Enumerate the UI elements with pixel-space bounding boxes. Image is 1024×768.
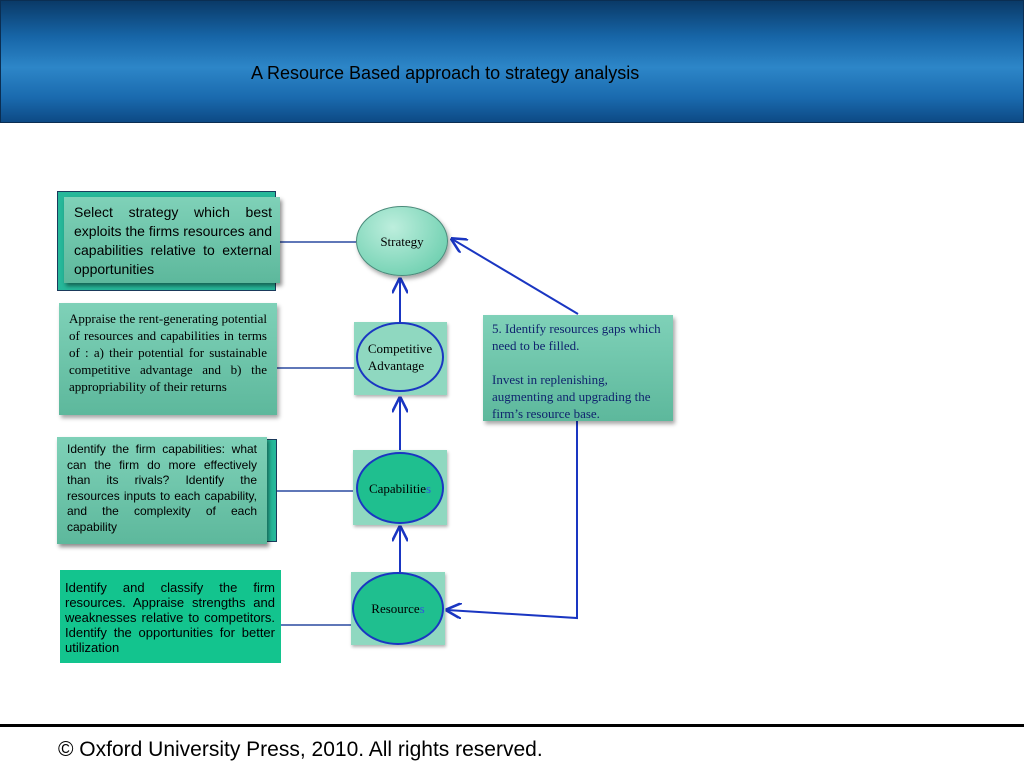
resources-box: Identify and classify the firm resources… bbox=[60, 570, 281, 663]
resource-gaps-line-2: Invest in replenishing, augmenting and u… bbox=[492, 372, 651, 421]
resources-node-label-tail: s bbox=[419, 601, 425, 616]
capabilities-node-label-tail: s bbox=[425, 480, 432, 496]
capabilities-node: Capabilities bbox=[356, 452, 444, 524]
resources-node-label: Resource bbox=[371, 601, 420, 616]
strategy-box: Select strategy which best exploits the … bbox=[64, 197, 280, 283]
footer-divider bbox=[0, 724, 1024, 727]
arrow-gaps-to-resources bbox=[447, 421, 578, 620]
resource-gaps-line-1: 5. Identify resources gaps which need to… bbox=[492, 321, 661, 353]
footer-copyright: © Oxford University Press, 2010. All rig… bbox=[58, 738, 543, 761]
arrow-gaps-to-strategy bbox=[452, 239, 579, 315]
strategy-node-label: Strategy bbox=[380, 233, 424, 249]
capabilities-box-text: Identify the firm capabilities: what can… bbox=[67, 442, 257, 534]
capabilities-node-label: Capabilitie bbox=[368, 480, 426, 496]
resources-node: Resources bbox=[352, 572, 444, 645]
strategy-node: Strategy bbox=[356, 206, 448, 276]
appraise-box: Appraise the rent-generating potential o… bbox=[59, 303, 277, 415]
competitive-advantage-node: Competitive Advantage bbox=[356, 322, 444, 392]
appraise-box-text: Appraise the rent-generating potential o… bbox=[69, 311, 267, 394]
resource-gaps-box: 5. Identify resources gaps which need to… bbox=[483, 315, 673, 421]
capabilities-box: Identify the firm capabilities: what can… bbox=[57, 437, 267, 544]
competitive-advantage-label-2: Advantage bbox=[367, 358, 425, 373]
header-banner: A Resource Based approach to strategy an… bbox=[0, 0, 1024, 123]
strategy-box-text: Select strategy which best exploits the … bbox=[74, 204, 272, 277]
resources-box-text: Identify and classify the firm resources… bbox=[65, 580, 275, 655]
competitive-advantage-label-1: Competitive bbox=[367, 341, 433, 356]
page-title: A Resource Based approach to strategy an… bbox=[251, 63, 640, 83]
